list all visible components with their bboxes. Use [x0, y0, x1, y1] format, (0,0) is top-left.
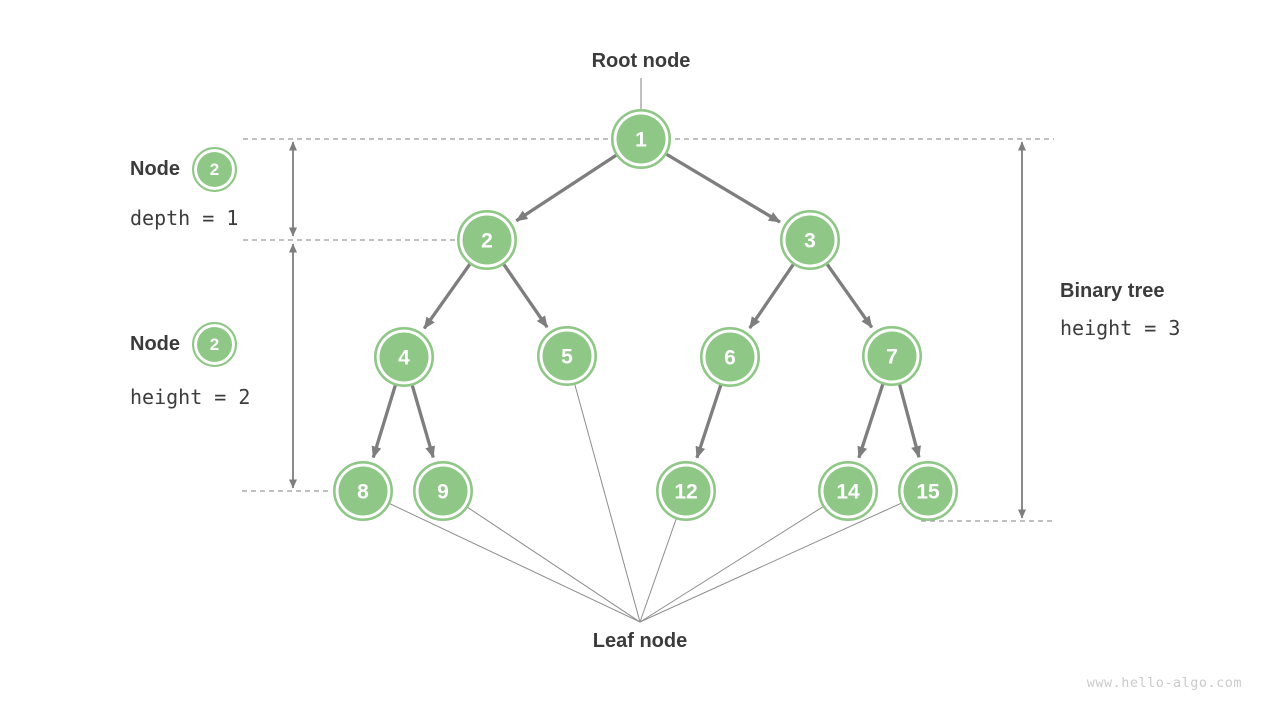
tree-node: 3	[779, 210, 840, 271]
annotation-tree-height-caption: height = 3	[1060, 316, 1181, 340]
tree-node-value: 14	[836, 481, 860, 504]
tree-node-inner-circle	[867, 331, 917, 381]
tree-node-value: 5	[561, 346, 573, 369]
tree-node-inner-circle	[462, 215, 512, 265]
tree-node-inner-circle	[379, 332, 429, 382]
node-badge-height: 2	[192, 322, 237, 367]
tree-node: 14	[817, 460, 878, 521]
leaf-connector-line	[442, 490, 641, 623]
tree-node-value: 2	[481, 230, 493, 253]
tree-node-inner-circle	[616, 114, 666, 164]
tree-node: 1	[610, 109, 671, 170]
tree-node-value: 12	[674, 481, 697, 504]
tree-node-value: 3	[804, 230, 816, 253]
annotation-node-height: Node 2	[130, 322, 237, 367]
tree-node-inner-circle	[903, 466, 953, 516]
tree-node-value: 6	[724, 347, 736, 370]
watermark: www.hello-algo.com	[1086, 675, 1242, 691]
tree-node-value: 15	[916, 481, 940, 504]
annotation-node-depth-caption: depth = 1	[130, 206, 239, 230]
tree-node-inner-circle	[338, 466, 388, 516]
tree-node: 9	[412, 460, 473, 521]
tree-node-inner-circle	[705, 332, 755, 382]
annotation-node-depth-title: Node	[130, 158, 180, 180]
tree-node: 4	[373, 326, 434, 387]
tree-node-inner-circle	[661, 466, 711, 516]
leaf-connector-line	[362, 490, 641, 623]
tree-node-value: 1	[635, 129, 647, 152]
tree-node: 5	[536, 325, 597, 386]
root-node-label: Root node	[591, 50, 691, 72]
tree-node-inner-circle	[823, 466, 873, 516]
tree-node-value: 8	[357, 481, 369, 504]
tree-node: 15	[897, 460, 958, 521]
tree-node: 12	[655, 460, 716, 521]
tree-node: 6	[699, 326, 760, 387]
annotation-node-height-caption: height = 2	[130, 385, 251, 409]
tree-node-inner-circle	[542, 331, 592, 381]
tree-node: 8	[332, 460, 393, 521]
leaf-connector-line	[566, 355, 641, 623]
leaf-connector-line	[639, 490, 929, 623]
annotation-node-height-title: Node	[130, 333, 180, 355]
tree-node: 2	[456, 210, 517, 271]
annotation-tree-height-title: Binary tree	[1060, 280, 1165, 302]
tree-node-value: 9	[437, 481, 449, 504]
tree-node: 7	[861, 325, 922, 386]
tree-node-value: 4	[398, 347, 410, 370]
tree-node-value: 7	[886, 346, 898, 369]
annotation-node-depth: Node 2	[130, 147, 237, 192]
tree-node-inner-circle	[418, 466, 468, 516]
leaf-connector-line	[639, 490, 849, 623]
leaf-node-label: Leaf node	[592, 630, 688, 652]
node-badge-depth: 2	[192, 147, 237, 192]
tree-node-inner-circle	[785, 215, 835, 265]
